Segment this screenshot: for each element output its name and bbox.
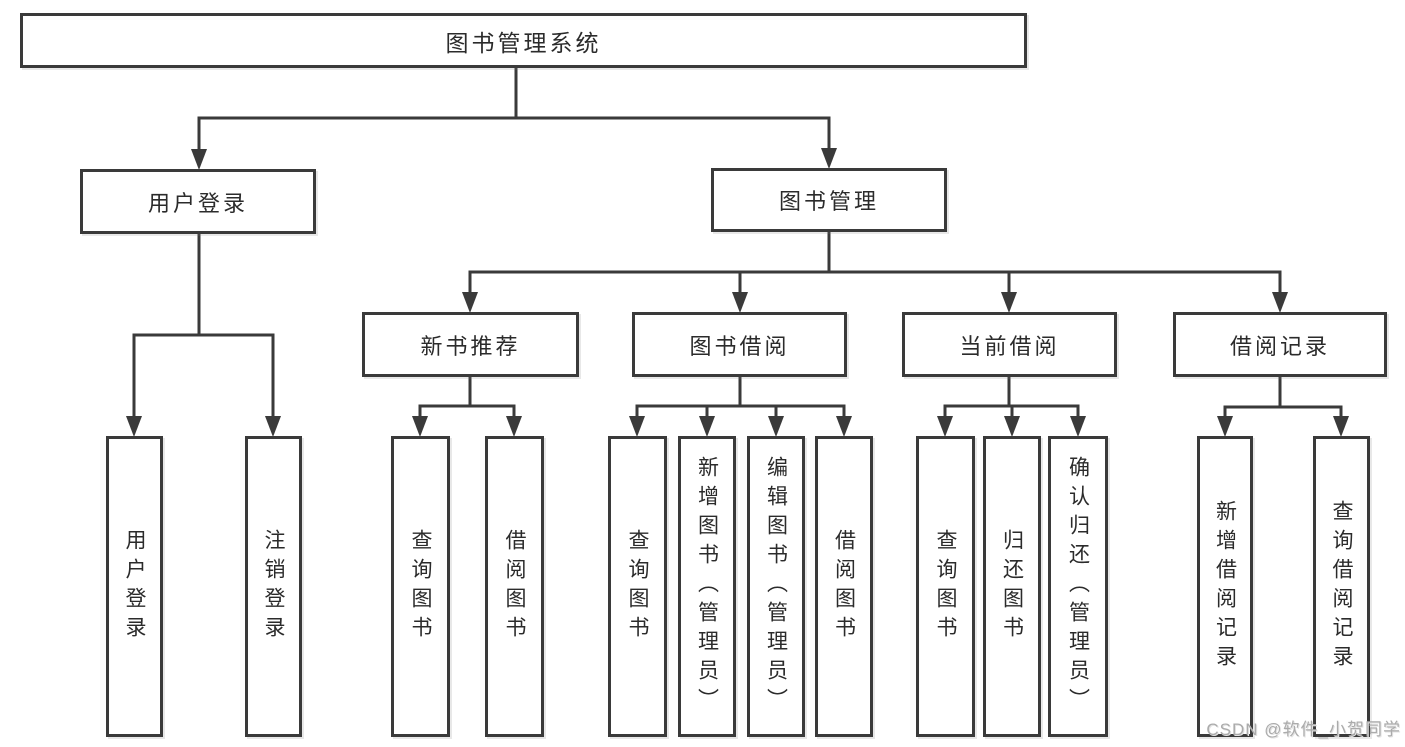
leaf-recommend-borrow-books-label: 借阅图书 <box>503 528 526 645</box>
arrowhead-leaf-logout <box>265 416 281 437</box>
leaf-edit-books-admin: 编辑图书（管理员） <box>747 436 805 737</box>
arrowhead-current-return <box>1004 416 1020 437</box>
node-new-book-recommend: 新书推荐 <box>362 312 579 377</box>
leaf-confirm-return-admin-label: 确认归还（管理员） <box>1066 456 1090 717</box>
leaf-current-query-books: 查询图书 <box>916 436 975 737</box>
node-user-login-label: 用户登录 <box>147 190 248 216</box>
arrowhead-borrow-borrow <box>836 416 852 437</box>
leaf-borrow-books-label: 借阅图书 <box>832 528 856 645</box>
arrowhead-book-management <box>821 148 837 169</box>
arrowhead-current-confirm <box>1070 416 1086 437</box>
leaf-borrow-query-books-label: 查询图书 <box>626 528 649 645</box>
leaf-borrow-query-books: 查询图书 <box>608 436 667 737</box>
arrowhead-borrow-edit <box>768 416 784 437</box>
node-user-login: 用户登录 <box>80 169 316 234</box>
node-new-book-recommend-label: 新书推荐 <box>420 333 521 359</box>
node-book-borrow: 图书借阅 <box>632 312 847 377</box>
leaf-return-books: 归还图书 <box>983 436 1041 737</box>
node-root-label: 图书管理系统 <box>445 29 602 56</box>
node-current-borrow: 当前借阅 <box>902 312 1117 377</box>
leaf-add-books-admin-label: 新增图书（管理员） <box>695 456 719 717</box>
arrowhead-new-borrow <box>506 416 522 437</box>
leaf-recommend-borrow-books: 借阅图书 <box>485 436 544 737</box>
node-current-borrow-label: 当前借阅 <box>959 333 1060 359</box>
arrowhead-new-book-recommend <box>462 292 478 313</box>
csdn-watermark: CSDN @软件_小贺同学 <box>1206 720 1401 739</box>
node-book-management-label: 图书管理 <box>778 189 879 214</box>
leaf-logout-label: 注销登录 <box>262 528 285 645</box>
leaf-current-query-books-label: 查询图书 <box>934 528 957 645</box>
leaf-borrow-books: 借阅图书 <box>815 436 873 737</box>
leaf-return-books-label: 归还图书 <box>1000 528 1024 645</box>
node-root: 图书管理系统 <box>20 13 1027 68</box>
leaf-recommend-query-books: 查询图书 <box>391 436 450 737</box>
arrowhead-borrow-query <box>629 416 645 437</box>
arrowhead-borrow-record <box>1272 292 1288 313</box>
arrowhead-record-add <box>1217 416 1233 437</box>
leaf-add-borrow-record: 新增借阅记录 <box>1197 436 1253 737</box>
arrowhead-borrow-add <box>699 416 715 437</box>
arrowhead-user-login <box>191 149 207 170</box>
leaf-user-login: 用户登录 <box>106 436 163 737</box>
leaf-add-books-admin: 新增图书（管理员） <box>678 436 736 737</box>
arrowhead-new-query <box>412 416 428 437</box>
node-book-management: 图书管理 <box>711 168 947 232</box>
leaf-query-borrow-record: 查询借阅记录 <box>1313 436 1370 737</box>
node-borrow-record-label: 借阅记录 <box>1229 333 1330 359</box>
node-borrow-record: 借阅记录 <box>1173 312 1387 377</box>
arrowhead-record-query <box>1333 416 1349 437</box>
leaf-query-borrow-record-label: 查询借阅记录 <box>1330 499 1353 674</box>
leaf-edit-books-admin-label: 编辑图书（管理员） <box>764 456 788 717</box>
leaf-user-login-label: 用户登录 <box>123 528 146 645</box>
arrowhead-book-borrow <box>732 292 748 313</box>
leaf-logout: 注销登录 <box>245 436 302 737</box>
leaf-recommend-query-books-label: 查询图书 <box>409 528 432 645</box>
node-book-borrow-label: 图书借阅 <box>689 333 790 359</box>
leaf-add-borrow-record-label: 新增借阅记录 <box>1213 499 1237 674</box>
leaf-confirm-return-admin: 确认归还（管理员） <box>1048 436 1108 737</box>
arrowhead-leaf-user-login <box>126 416 142 437</box>
arrowhead-current-borrow <box>1001 292 1017 313</box>
arrowhead-current-query <box>937 416 953 437</box>
